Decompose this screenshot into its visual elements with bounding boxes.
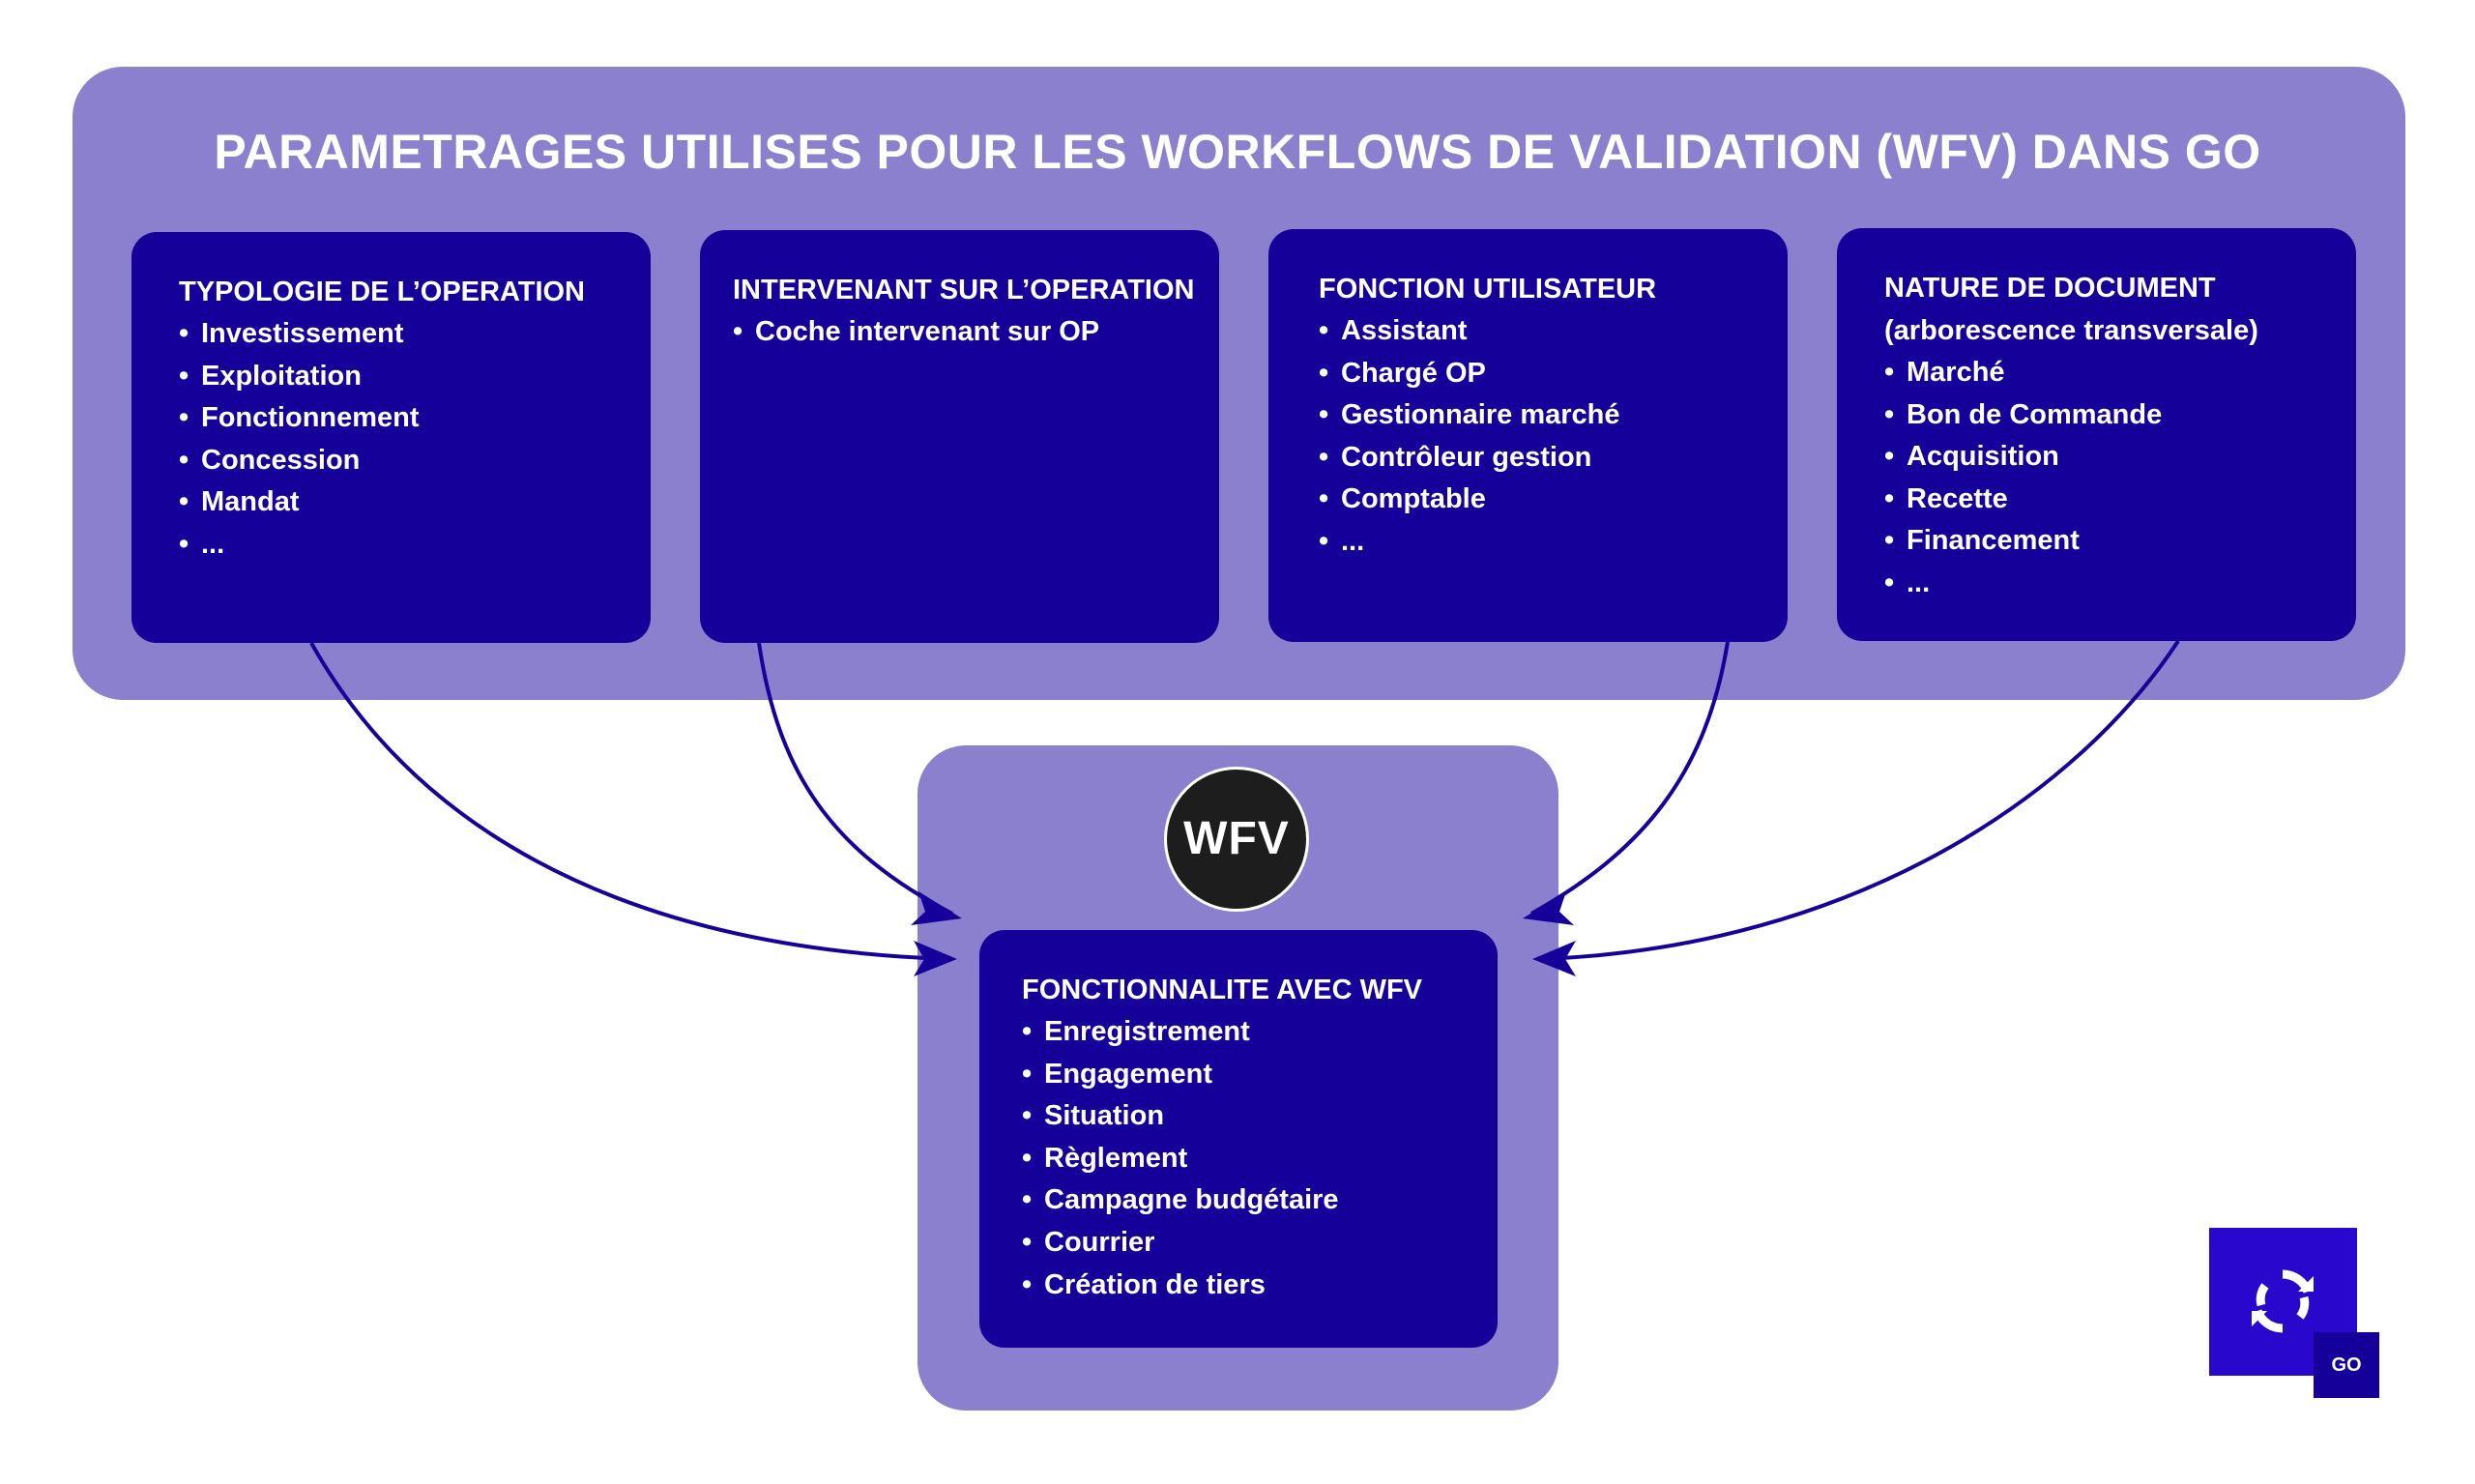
list-item: •... — [1319, 525, 1365, 557]
list-item: •Chargé OP — [1319, 357, 1486, 389]
list-item: •Marché — [1884, 357, 2005, 388]
card-title: FONCTION UTILISATEUR — [1319, 274, 1657, 305]
list-item: •Création de tiers — [1022, 1268, 1266, 1300]
list-item: •Financement — [1884, 525, 2080, 557]
list-item: •Gestionnaire marché — [1319, 399, 1620, 431]
list-item: •Règlement — [1022, 1142, 1188, 1174]
card-title: NATURE DE DOCUMENT — [1884, 273, 2216, 304]
list-item: •Engagement — [1022, 1058, 1213, 1090]
list-item: •Assistant — [1319, 315, 1468, 346]
list-item: •Recette — [1884, 482, 2008, 514]
list-item: •Comptable — [1319, 483, 1486, 515]
card-subtitle: (arborescence transversale) — [1884, 315, 2258, 346]
list-item: •Mandat — [179, 486, 300, 518]
list-item: •Courrier — [1022, 1226, 1155, 1258]
card-fonction-utilisateur: FONCTION UTILISATEUR •Assistant •Chargé … — [1268, 229, 1788, 642]
card-title: FONCTIONNALITE AVEC WFV — [1022, 975, 1423, 1005]
list-item: •Contrôleur gestion — [1319, 441, 1592, 473]
list-item: •... — [179, 528, 225, 560]
card-nature-document: NATURE DE DOCUMENT (arborescence transve… — [1837, 228, 2356, 641]
sync-arrows-icon — [2252, 1269, 2314, 1333]
card-typologie-operation: TYPOLOGIE DE L’OPERATION •Investissement… — [131, 232, 651, 643]
wfv-badge: WFV — [1164, 767, 1309, 912]
card-item-list: •Coche intervenant sur OP — [733, 311, 1200, 354]
list-item: •Fonctionnement — [179, 402, 420, 434]
list-item: •Situation — [1022, 1100, 1165, 1132]
card-title: INTERVENANT SUR L’OPERATION — [733, 275, 1195, 306]
list-item: •Bon de Commande — [1884, 398, 2163, 430]
card-title: TYPOLOGIE DE L’OPERATION — [179, 276, 586, 307]
logo-label: GO — [2314, 1332, 2379, 1398]
list-item: •Acquisition — [1884, 441, 2059, 473]
list-item: •Campagne budgétaire — [1022, 1184, 1339, 1216]
go-logo: GO — [2209, 1228, 2379, 1398]
list-item: •Exploitation — [179, 360, 362, 392]
list-item: •... — [1884, 567, 1931, 598]
card-item-list: •Enregistrement •Engagement •Situation •… — [1022, 1011, 1478, 1306]
card-item-list: •Marché •Bon de Commande •Acquisition •R… — [1884, 352, 2337, 605]
list-item: •Concession — [179, 444, 361, 476]
card-item-list: •Assistant •Chargé OP •Gestionnaire marc… — [1319, 310, 1768, 564]
card-intervenant-operation: INTERVENANT SUR L’OPERATION •Coche inter… — [700, 230, 1219, 643]
card-item-list: •Investissement •Exploitation •Fonctionn… — [179, 313, 631, 567]
card-fonctionnalite-wfv: FONCTIONNALITE AVEC WFV •Enregistrement … — [979, 930, 1498, 1348]
list-item: •Enregistrement — [1022, 1016, 1250, 1047]
diagram-title: PARAMETRAGES UTILISES POUR LES WORKFLOWS… — [214, 125, 2261, 179]
list-item: •Investissement — [179, 318, 404, 349]
list-item: •Coche intervenant sur OP — [733, 316, 1100, 347]
